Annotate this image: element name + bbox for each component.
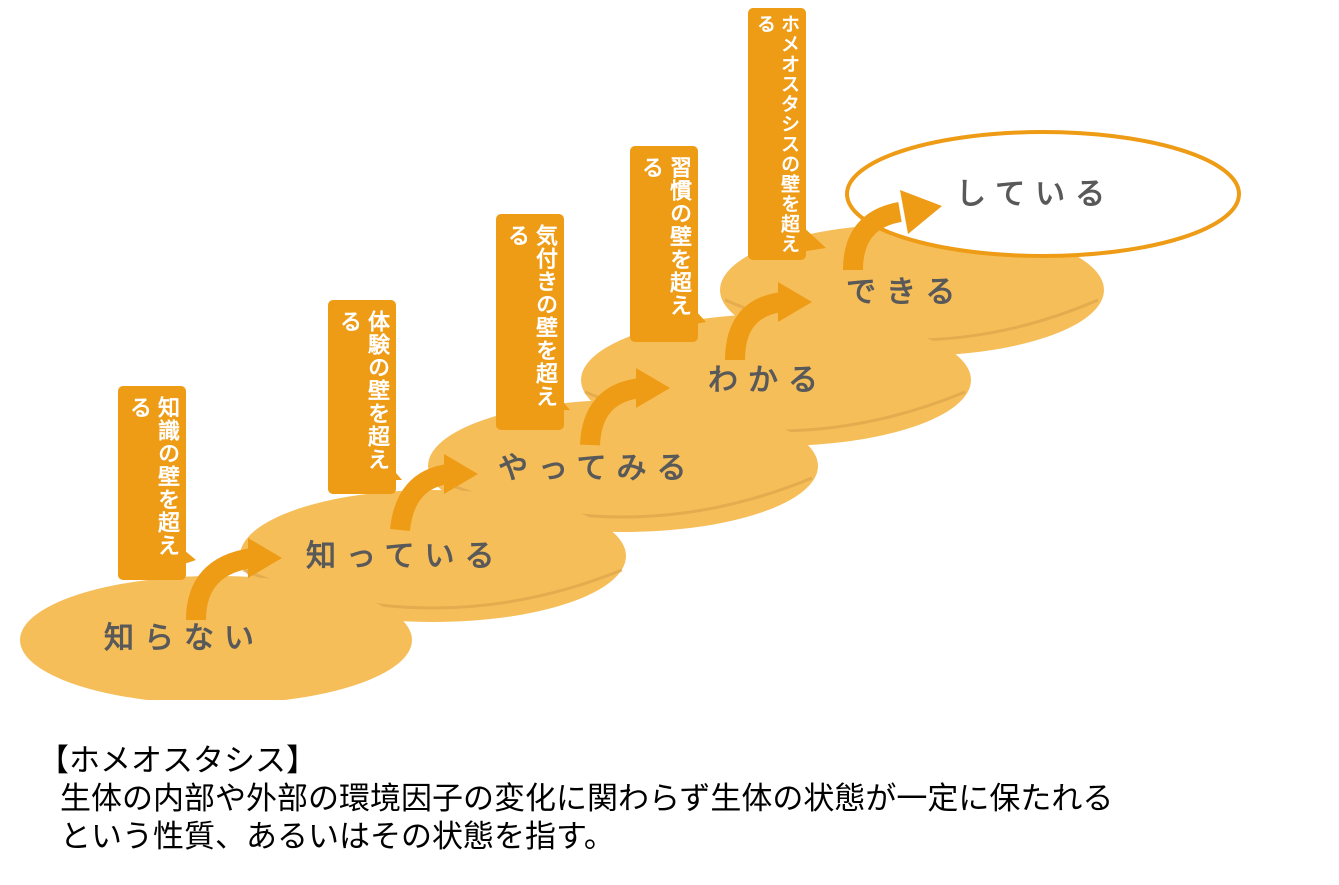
step-label-3: やってみる: [498, 451, 697, 486]
step-arrow-2: [390, 464, 450, 532]
arrowhead-2: [444, 454, 478, 494]
staircase-diagram: 知らない 知っている やってみる わかる できる している: [20, 130, 1241, 700]
arrowhead-4: [778, 282, 812, 322]
step-arrow-5: [843, 202, 903, 271]
step-label-5: できる: [846, 275, 965, 310]
wall-label-awareness: 気付きの壁を超える: [496, 214, 564, 430]
step-label-2: 知っている: [306, 539, 505, 574]
step-arrow-3: [580, 378, 642, 446]
caption-title: 【ホメオスタシス】: [38, 743, 317, 779]
step-ellipse-2: [240, 490, 626, 622]
caption: 【ホメオスタシス】 生体の内部や外部の環境因子の変化に関わらず生体の状態が一定に…: [38, 742, 1328, 856]
caption-line-2: という性質、あるいはその状態を指す。: [60, 819, 615, 855]
arrowhead-layer: [248, 190, 942, 578]
step-ellipse-1: [20, 576, 412, 700]
step-label-6: している: [956, 177, 1115, 212]
step-label-1: 知らない: [104, 621, 264, 656]
wall-label-experience: 体験の壁を超える: [328, 300, 396, 494]
arrow-layer: [186, 202, 903, 621]
wall-label-habit: 習慣の壁を超える: [630, 146, 698, 342]
label-tail-5: [800, 224, 826, 252]
arrowhead-5: [900, 190, 942, 234]
wall-label-homeostasis: ホメオスタシスの壁を超える: [748, 8, 806, 260]
goal-ellipse: [845, 130, 1241, 258]
arrowhead-3: [636, 368, 670, 408]
step-label-4: わかる: [708, 363, 828, 398]
step-arrow-4: [725, 292, 784, 361]
ellipse-layer: [20, 224, 1104, 700]
step-arrow-1: [186, 548, 254, 621]
wall-label-knowledge: 知識の壁を超える: [118, 386, 186, 580]
caption-line-1: 生体の内部や外部の環境因子の変化に関わらず生体の状態が一定に保たれる: [60, 781, 1114, 817]
arrowhead-1: [248, 538, 282, 578]
